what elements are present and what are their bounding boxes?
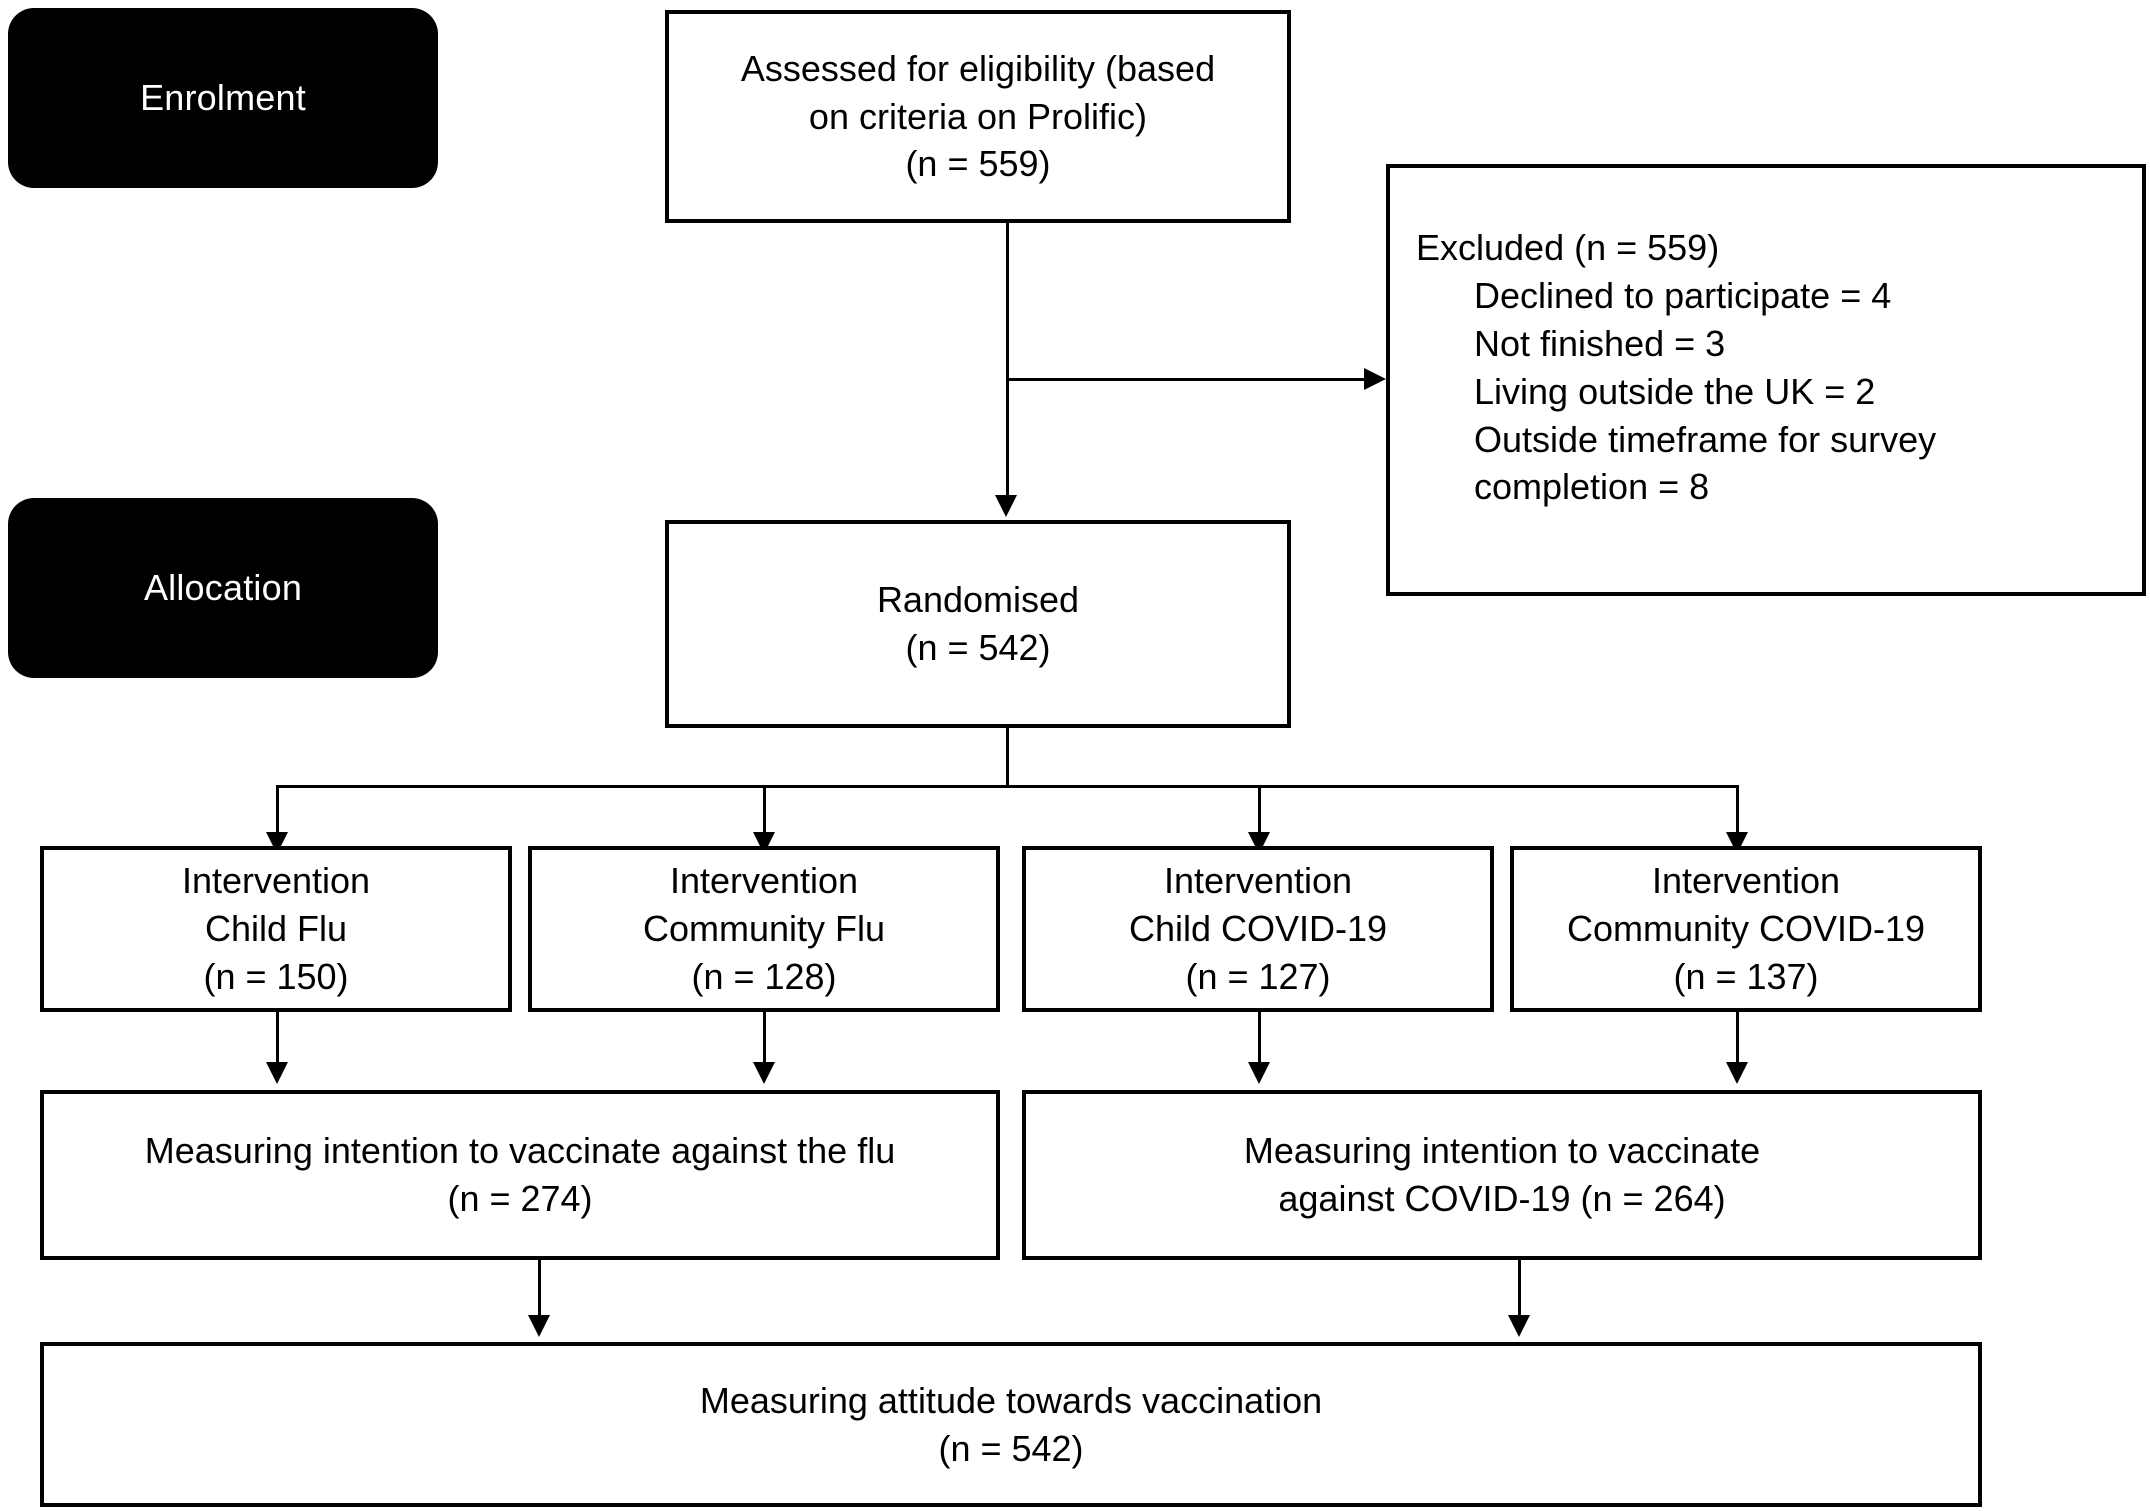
stage-tag-enrolment: Enrolment — [8, 8, 438, 188]
box-assessed-for-eligibility-text: Assessed for eligibility (based on crite… — [740, 47, 1216, 185]
box-outcome-intention-flu-text: Measuring intention to vaccinate against… — [144, 1130, 896, 1219]
box-outcome-attitude-text: Measuring attitude towards vaccination (… — [699, 1379, 1323, 1469]
box-intervention-community-flu-text: Intervention Community Flu (n = 128) — [642, 860, 886, 997]
box-excluded-heading: Excluded (n = 559) — [1416, 227, 1720, 268]
box-outcome-intention-flu: Measuring intention to vaccinate against… — [40, 1090, 1000, 1260]
connector-arm-4-to-outcome-covid — [1736, 1012, 1739, 1074]
arrowhead-outcome-flu-left — [266, 1062, 288, 1084]
arrowhead-outcome-flu-right — [753, 1062, 775, 1084]
box-excluded: Excluded (n = 559) Declined to participa… — [1386, 164, 2146, 596]
box-outcome-intention-covid-text: Measuring intention to vaccinate against… — [1243, 1130, 1761, 1219]
box-outcome-attitude: Measuring attitude towards vaccination (… — [40, 1342, 1982, 1507]
connector-randomised-stem — [1006, 728, 1009, 786]
connector-outcome-covid-to-attitude — [1518, 1260, 1521, 1328]
arrowhead-attitude-right — [1508, 1315, 1530, 1337]
connector-arm-2-leg — [763, 785, 766, 847]
stage-tag-allocation: Allocation — [8, 498, 438, 678]
box-intervention-child-covid: Intervention Child COVID-19 (n = 127) — [1022, 846, 1494, 1012]
box-intervention-child-flu: Intervention Child Flu (n = 150) — [40, 846, 512, 1012]
arrowhead-outcome-covid-left — [1248, 1062, 1270, 1084]
box-excluded-reason-3: Outside timeframe for survey — [1474, 418, 1937, 460]
connector-arm-2-to-outcome-flu — [763, 1012, 766, 1074]
connector-arm-3-to-outcome-covid — [1258, 1012, 1261, 1074]
box-randomised-text: Randomised (n = 542) — [876, 579, 1080, 668]
box-intervention-community-covid-text: Intervention Community COVID-19 (n = 137… — [1566, 860, 1926, 997]
box-intervention-child-flu-text: Intervention Child Flu (n = 150) — [181, 860, 371, 997]
arrowhead-excluded — [1364, 368, 1386, 390]
connector-arm-1-to-outcome-flu — [276, 1012, 279, 1074]
box-excluded-reason-1: Not finished = 3 — [1474, 322, 1726, 364]
box-intervention-child-covid-text: Intervention Child COVID-19 (n = 127) — [1128, 860, 1388, 997]
connector-arm-1-leg — [276, 785, 279, 847]
connector-allocation-bus — [276, 785, 1736, 788]
connector-outcome-flu-to-attitude — [538, 1260, 541, 1328]
stage-tag-allocation-label: Allocation — [143, 567, 303, 608]
connector-assessed-to-randomised — [1006, 223, 1009, 495]
connector-arm-4-leg — [1736, 785, 1739, 847]
arrowhead-outcome-covid-right — [1726, 1062, 1748, 1084]
box-excluded-reason-0: Declined to participate = 4 — [1474, 274, 1892, 316]
stage-tag-enrolment-label: Enrolment — [140, 77, 306, 118]
connector-to-excluded — [1006, 378, 1364, 381]
box-excluded-reason-4: completion = 8 — [1474, 466, 1710, 508]
box-assessed-for-eligibility: Assessed for eligibility (based on crite… — [665, 10, 1291, 223]
box-randomised: Randomised (n = 542) — [665, 520, 1291, 728]
arrowhead-attitude-left — [528, 1315, 550, 1337]
arrowhead-randomised — [995, 495, 1017, 517]
box-intervention-community-covid: Intervention Community COVID-19 (n = 137… — [1510, 846, 1982, 1012]
connector-arm-3-leg — [1258, 785, 1261, 847]
box-outcome-intention-covid: Measuring intention to vaccinate against… — [1022, 1090, 1982, 1260]
box-intervention-community-flu: Intervention Community Flu (n = 128) — [528, 846, 1000, 1012]
box-excluded-reason-2: Living outside the UK = 2 — [1474, 370, 1876, 412]
